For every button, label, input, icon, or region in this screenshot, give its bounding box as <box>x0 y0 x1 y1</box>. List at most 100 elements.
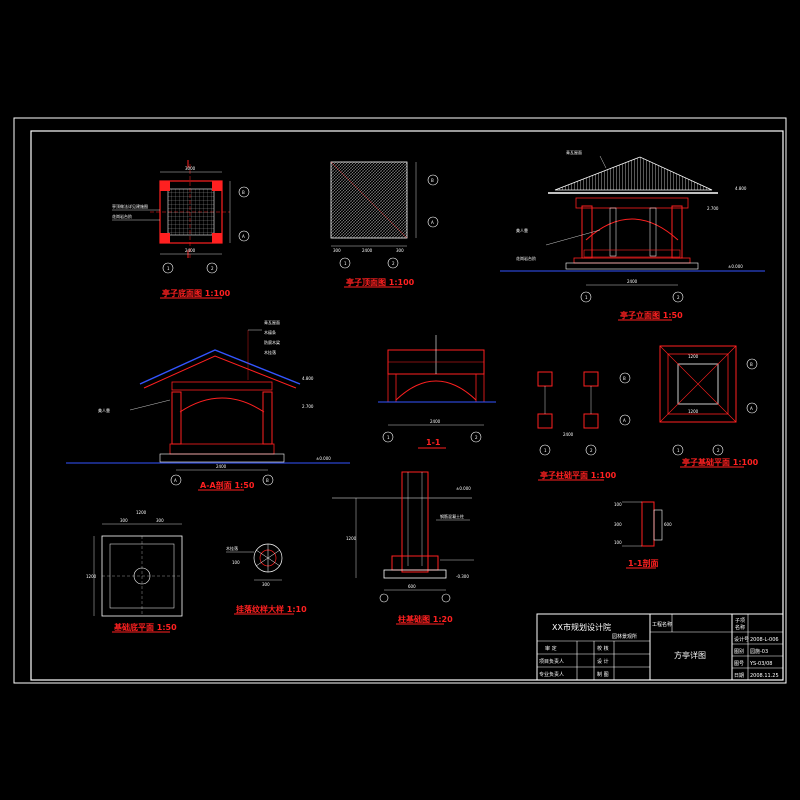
plan-dim-top: 3000 <box>185 166 196 171</box>
front-axis-1: 1 <box>585 295 588 300</box>
detail-title: 1-1 <box>426 438 441 447</box>
section-note-3: 防腐木梁 <box>264 339 280 345</box>
tb-row3b: 制 图 <box>597 671 609 678</box>
colsec-elev-2: -0.300 <box>456 574 469 579</box>
tb-sheet-title: 方亭详图 <box>674 650 706 660</box>
tb-r1v: 2008-L-006 <box>750 637 779 643</box>
colplan-title: 亭子柱础平面 1:100 <box>540 470 617 480</box>
front-elevation: 美人靠 花岗岩台阶 青瓦屋面 2.700 4.800 ±0.000 2400 1… <box>500 149 765 321</box>
plan-axis-2: 2 <box>211 266 214 271</box>
tb-sub: 园林景观所 <box>612 633 637 640</box>
top-title: 亭子顶面图 1:100 <box>346 277 415 287</box>
front-dim: 2400 <box>627 279 638 284</box>
colplan-axis-1: 1 <box>544 448 547 453</box>
small-dim-4: 600 <box>664 522 672 527</box>
front-title: 亭子立面图 1:50 <box>620 310 683 320</box>
roof-axis-1: 1 <box>677 448 680 453</box>
colsec-title: 柱基础图 1:20 <box>398 614 453 624</box>
ornament-note: 木挂落 <box>226 545 238 551</box>
roof-axis-b: B <box>750 362 753 367</box>
roof-title: 亭子基础平面 1:100 <box>682 457 759 467</box>
roof-plan: 1200 1200 B A 1 2 亭子基础平面 1:100 <box>659 345 759 468</box>
section-aa: 青瓦屋面 木檩条 防腐木梁 木挂落 美人靠 4.800 2.700 ±0.000… <box>66 319 350 491</box>
section-axis-a: A <box>174 478 177 483</box>
column-plan: B A 1 2 2400 亭子柱础平面 1:100 <box>537 371 631 481</box>
tb-r1k: 设计号 <box>734 636 749 643</box>
base-title: 基础底平面 1:50 <box>113 622 177 632</box>
top-axis-1: 1 <box>344 261 347 266</box>
small-dim-1: 100 <box>614 502 622 507</box>
section-dim: 2400 <box>216 464 227 469</box>
section-note-5: 美人靠 <box>98 407 110 413</box>
tb-r2v: 园施-03 <box>750 648 768 655</box>
top-dim-3: 300 <box>396 248 404 253</box>
front-elev-1: 2.700 <box>707 206 719 211</box>
ornament-dim-1: 100 <box>232 560 240 565</box>
section-note-4: 木挂落 <box>264 349 276 355</box>
plan-dim-bottom: 2400 <box>185 248 196 253</box>
colsec-note-1: 钢筋混凝土柱 <box>440 513 464 519</box>
section-elev-2: 2.700 <box>302 404 314 409</box>
ornament-dim-2: 300 <box>262 582 270 587</box>
tb-row3a: 专业负责人 <box>539 671 564 678</box>
plan-axis-b: B <box>242 190 245 195</box>
roof-axis-2: 2 <box>717 448 720 453</box>
tb-r2k: 图别 <box>734 648 744 655</box>
colsec-dim-h: 1200 <box>346 536 357 541</box>
section-title: A-A剖面 1:50 <box>200 480 255 490</box>
tb-project-label: 工程名称 <box>652 621 672 628</box>
tb-r4k: 日期 <box>734 673 744 679</box>
base-dim-top: 1200 <box>136 510 147 515</box>
ornament-detail: 木挂落 100 300 挂落纹样大样 1:10 <box>226 543 307 615</box>
base-plan: 1200 300 300 1200 基础底平面 1:50 <box>86 510 183 633</box>
colplan-axis-2: 2 <box>590 448 593 453</box>
tb-r-label2: 名称 <box>735 624 745 631</box>
roof-dim-bottom: 1200 <box>688 409 699 414</box>
section-axis-b: B <box>266 478 269 483</box>
plan-title: 亭子底面图 1:100 <box>162 288 231 298</box>
plan-view: 亭顶做法详见建施图 花岗岩台阶 3000 2400 B A 1 2 亭子底面图 … <box>112 160 250 299</box>
column-section: 1200 钢筋混凝土柱 ±0.000 -0.300 600 柱基础图 1:20 <box>332 471 474 625</box>
section-elev-3: ±0.000 <box>316 456 331 461</box>
tb-r3k: 图号 <box>734 661 744 667</box>
tb-r-label1: 子项 <box>735 617 745 624</box>
detail-axis-2: 2 <box>475 435 478 440</box>
colplan-axis-b: B <box>623 376 626 381</box>
roof-dim-top: 1200 <box>688 354 699 359</box>
inner-frame <box>30 130 784 681</box>
tb-row2b: 设 计 <box>597 658 609 665</box>
colsec-dim-w: 600 <box>408 584 416 589</box>
plan-axis-1: 1 <box>167 266 170 271</box>
top-axis-b: B <box>431 178 434 183</box>
top-axis-2: 2 <box>392 261 395 266</box>
top-dim-2: 2400 <box>362 248 373 253</box>
plan-note-2: 花岗岩台阶 <box>112 213 132 219</box>
roof-axis-a: A <box>750 406 753 411</box>
front-note-1: 美人靠 <box>516 227 528 233</box>
ornament-title: 挂落纹样大样 1:10 <box>236 604 307 614</box>
colplan-axis-a: A <box>623 418 626 423</box>
small-title: 1-1剖面 <box>628 558 658 568</box>
tb-row1a: 审 定 <box>545 645 557 652</box>
tb-r3v: YS-03/08 <box>749 661 772 667</box>
plan-note-1: 亭顶做法详见建施图 <box>112 203 148 209</box>
base-dim-b: 300 <box>156 518 164 523</box>
top-dim-1: 300 <box>333 248 341 253</box>
top-view: 300 2400 300 B A 1 2 亭子顶面图 1:100 <box>330 161 439 288</box>
top-axis-a: A <box>431 220 434 225</box>
small-dim-3: 100 <box>614 540 622 545</box>
base-dim-side: 1200 <box>86 574 97 579</box>
title-block: XX市规划设计院 园林景观所 工程名称 方亭详图 审 定 校 核 项目负责人 设… <box>536 613 784 681</box>
front-note-3: 青瓦屋面 <box>566 149 582 155</box>
front-axis-2: 2 <box>677 295 680 300</box>
plan-axis-a: A <box>242 234 245 239</box>
detail-axis-1: 1 <box>387 435 390 440</box>
outer-frame <box>13 117 787 684</box>
small-detail: 100 300 100 600 1-1剖面 <box>614 501 672 569</box>
tb-r4v: 2008.11.25 <box>750 673 779 679</box>
section-note-2: 木檩条 <box>264 329 276 335</box>
detail-dim: 2400 <box>430 419 441 424</box>
colplan-dim: 2400 <box>563 432 574 437</box>
section-note-1: 青瓦屋面 <box>264 319 280 325</box>
